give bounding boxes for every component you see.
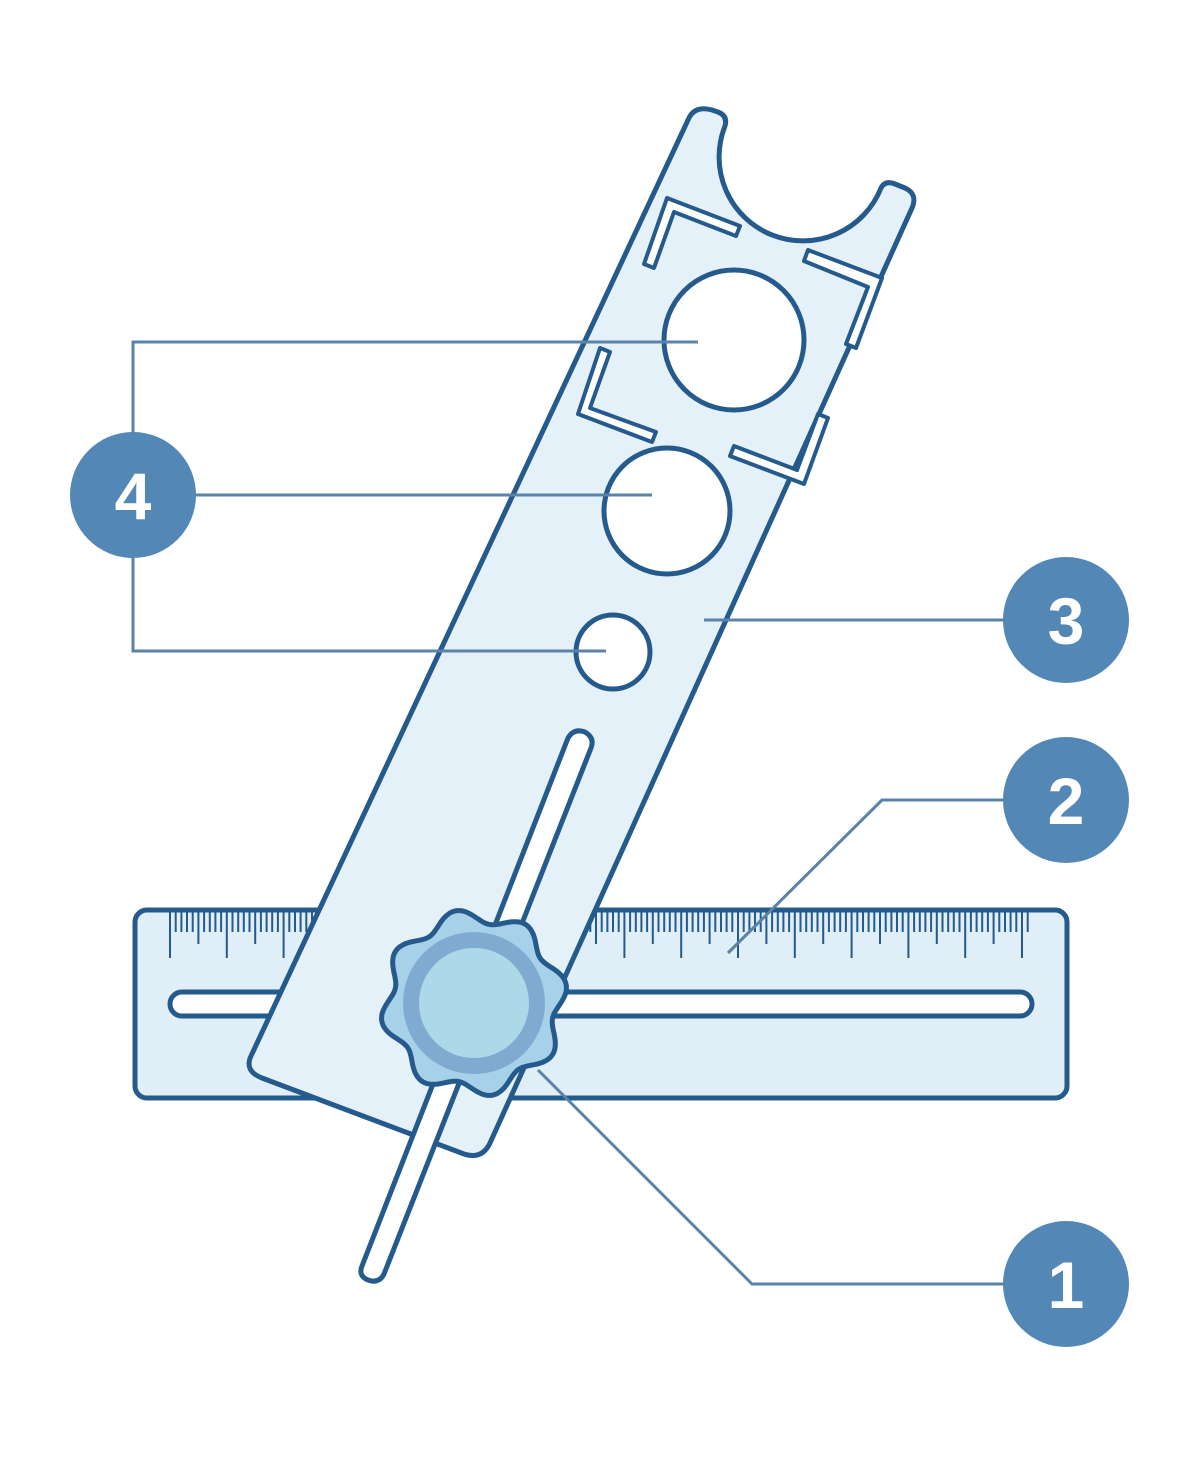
callout-1: 1	[1003, 1221, 1129, 1347]
callout-1-badge	[1003, 1221, 1129, 1347]
ruler-scale	[169, 910, 1029, 958]
callout-4: 4	[70, 432, 196, 558]
knob-center	[419, 948, 529, 1058]
callout-4-badge	[70, 432, 196, 558]
callout-2-badge	[1003, 737, 1129, 863]
bracket-bottom-right	[728, 412, 830, 486]
leader-2	[726, 798, 1004, 955]
bracket-top-left	[642, 196, 742, 270]
callout-4-label: 4	[115, 459, 152, 533]
hole-medium	[601, 445, 733, 577]
callout-3-badge	[1003, 557, 1129, 683]
callout-2: 2	[1003, 737, 1129, 863]
callout-2-label: 2	[1048, 764, 1085, 838]
hole-large	[661, 267, 807, 413]
bracket-top-right	[802, 248, 884, 350]
bracket-bottom-left	[576, 346, 658, 444]
leader-1	[536, 1068, 1004, 1286]
callout-3-label: 3	[1048, 584, 1085, 658]
star-knob-icon[interactable]	[379, 908, 569, 1098]
corner-brackets	[576, 196, 884, 486]
guide-bar	[246, 106, 917, 1284]
callout-1-label: 1	[1048, 1248, 1085, 1322]
callout-3: 3	[1003, 557, 1129, 683]
